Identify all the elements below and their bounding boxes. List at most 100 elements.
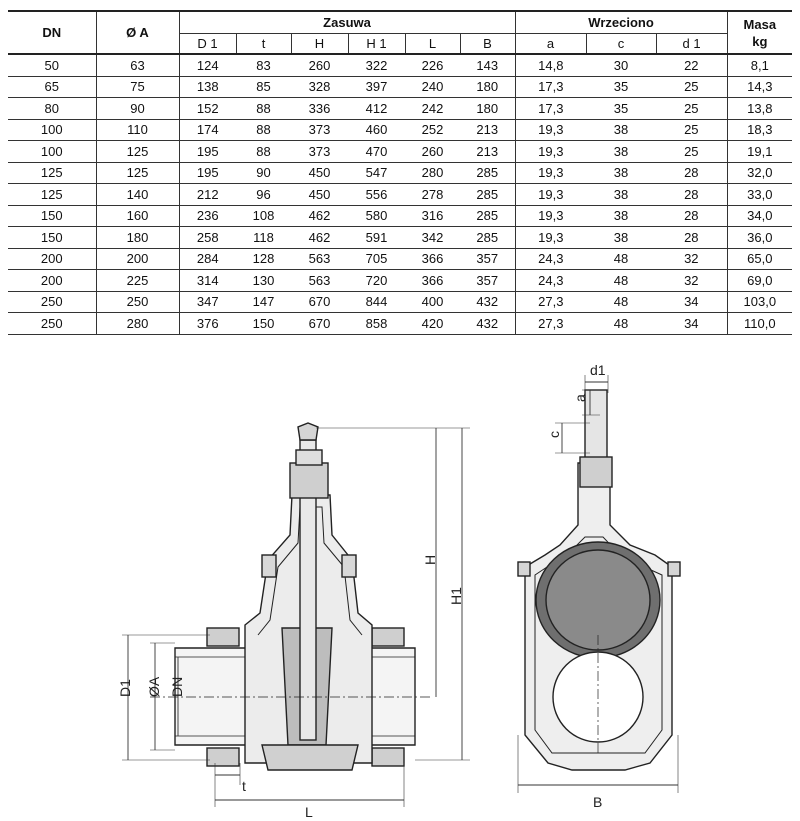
table-cell: 225 — [95, 269, 179, 292]
label-a: a — [572, 394, 588, 402]
table-cell: 19,3 — [514, 183, 587, 206]
table-cell: 180 — [460, 97, 516, 120]
table-cell: 33,0 — [726, 183, 793, 206]
table-cell: 83 — [236, 54, 291, 77]
table-cell: 125 — [8, 183, 96, 206]
subheader-d1-spindle: d 1 — [655, 33, 728, 55]
table-cell: 260 — [405, 140, 460, 163]
table-cell: 25 — [656, 140, 728, 163]
table-cell: 195 — [178, 140, 236, 163]
table-cell: 366 — [405, 269, 460, 292]
side-view-dimensions — [122, 427, 470, 807]
table-cell: 213 — [460, 140, 516, 163]
table-cell: 547 — [348, 162, 405, 184]
table-cell: 412 — [348, 97, 405, 120]
table-cell: 284 — [178, 248, 236, 270]
table-cell: 140 — [95, 183, 179, 206]
table-cell: 705 — [348, 248, 405, 270]
table-cell: 80 — [8, 97, 96, 120]
table-cell: 125 — [95, 140, 179, 163]
table-cell: 858 — [348, 312, 405, 335]
table-cell: 260 — [291, 54, 348, 77]
table-cell: 432 — [460, 291, 516, 313]
header-wrzeciono: Wrzeciono — [514, 10, 728, 34]
table-cell: 14,3 — [726, 76, 793, 98]
table-cell: 90 — [95, 97, 179, 120]
table-cell: 347 — [178, 291, 236, 313]
table-cell: 250 — [8, 291, 96, 313]
table-cell: 242 — [405, 97, 460, 120]
header-oa: Ø A — [95, 10, 179, 55]
table-header: DN Ø A Zasuwa Wrzeciono Masa kg D 1 t H … — [8, 10, 793, 55]
table-cell: 19,3 — [514, 226, 587, 249]
table-cell: 226 — [405, 54, 460, 77]
table-cell: 65,0 — [726, 248, 793, 270]
table-cell: 462 — [291, 205, 348, 227]
header-masa: Masa kg — [726, 10, 793, 55]
table-cell: 14,8 — [514, 54, 587, 77]
table-cell: 180 — [95, 226, 179, 249]
table-cell: 450 — [291, 162, 348, 184]
table-cell: 8,1 — [726, 54, 793, 77]
table-cell: 366 — [405, 248, 460, 270]
table-cell: 32 — [656, 248, 728, 270]
table-cell: 19,1 — [726, 140, 793, 163]
table-cell: 357 — [460, 248, 516, 270]
label-h1: H1 — [448, 587, 464, 605]
table-cell: 285 — [460, 183, 516, 206]
table-cell: 150 — [8, 226, 96, 249]
label-l: L — [305, 804, 313, 820]
table-cell: 212 — [178, 183, 236, 206]
table-cell: 125 — [8, 162, 96, 184]
table-cell: 50 — [8, 54, 96, 77]
table-cell: 34 — [656, 291, 728, 313]
table-cell: 22 — [656, 54, 728, 77]
table-cell: 28 — [656, 162, 728, 184]
dimensions-table: DN Ø A Zasuwa Wrzeciono Masa kg D 1 t H … — [8, 10, 793, 335]
table-cell: 25 — [656, 119, 728, 141]
table-cell: 88 — [236, 119, 291, 141]
table-cell: 280 — [405, 162, 460, 184]
table-cell: 670 — [291, 312, 348, 335]
table-cell: 250 — [8, 312, 96, 335]
table-cell: 336 — [291, 97, 348, 120]
table-cell: 125 — [95, 162, 179, 184]
table-cell: 38 — [586, 162, 657, 184]
label-d1-spindle: d1 — [590, 362, 606, 378]
table-cell: 25 — [656, 97, 728, 120]
table-cell: 147 — [236, 291, 291, 313]
table-cell: 373 — [291, 119, 348, 141]
subheader-c: c — [585, 33, 657, 55]
subheader-h1: H 1 — [347, 33, 405, 55]
table-cell: 357 — [460, 269, 516, 292]
table-cell: 36,0 — [726, 226, 793, 249]
table-cell: 160 — [95, 205, 179, 227]
table-cell: 100 — [8, 140, 96, 163]
table-cell: 69,0 — [726, 269, 793, 292]
table-cell: 143 — [460, 54, 516, 77]
table-cell: 128 — [236, 248, 291, 270]
front-view-dimensions — [517, 375, 679, 793]
table-cell: 100 — [8, 119, 96, 141]
table-cell: 314 — [178, 269, 236, 292]
table-cell: 24,3 — [514, 269, 587, 292]
subheader-a: a — [514, 33, 587, 55]
table-cell: 462 — [291, 226, 348, 249]
table-cell: 124 — [178, 54, 236, 77]
table-cell: 563 — [291, 269, 348, 292]
table-cell: 591 — [348, 226, 405, 249]
table-cell: 328 — [291, 76, 348, 98]
table-cell: 35 — [586, 97, 657, 120]
table-cell: 38 — [586, 226, 657, 249]
table-cell: 88 — [236, 97, 291, 120]
table-cell: 373 — [291, 140, 348, 163]
table-cell: 556 — [348, 183, 405, 206]
table-cell: 28 — [656, 226, 728, 249]
